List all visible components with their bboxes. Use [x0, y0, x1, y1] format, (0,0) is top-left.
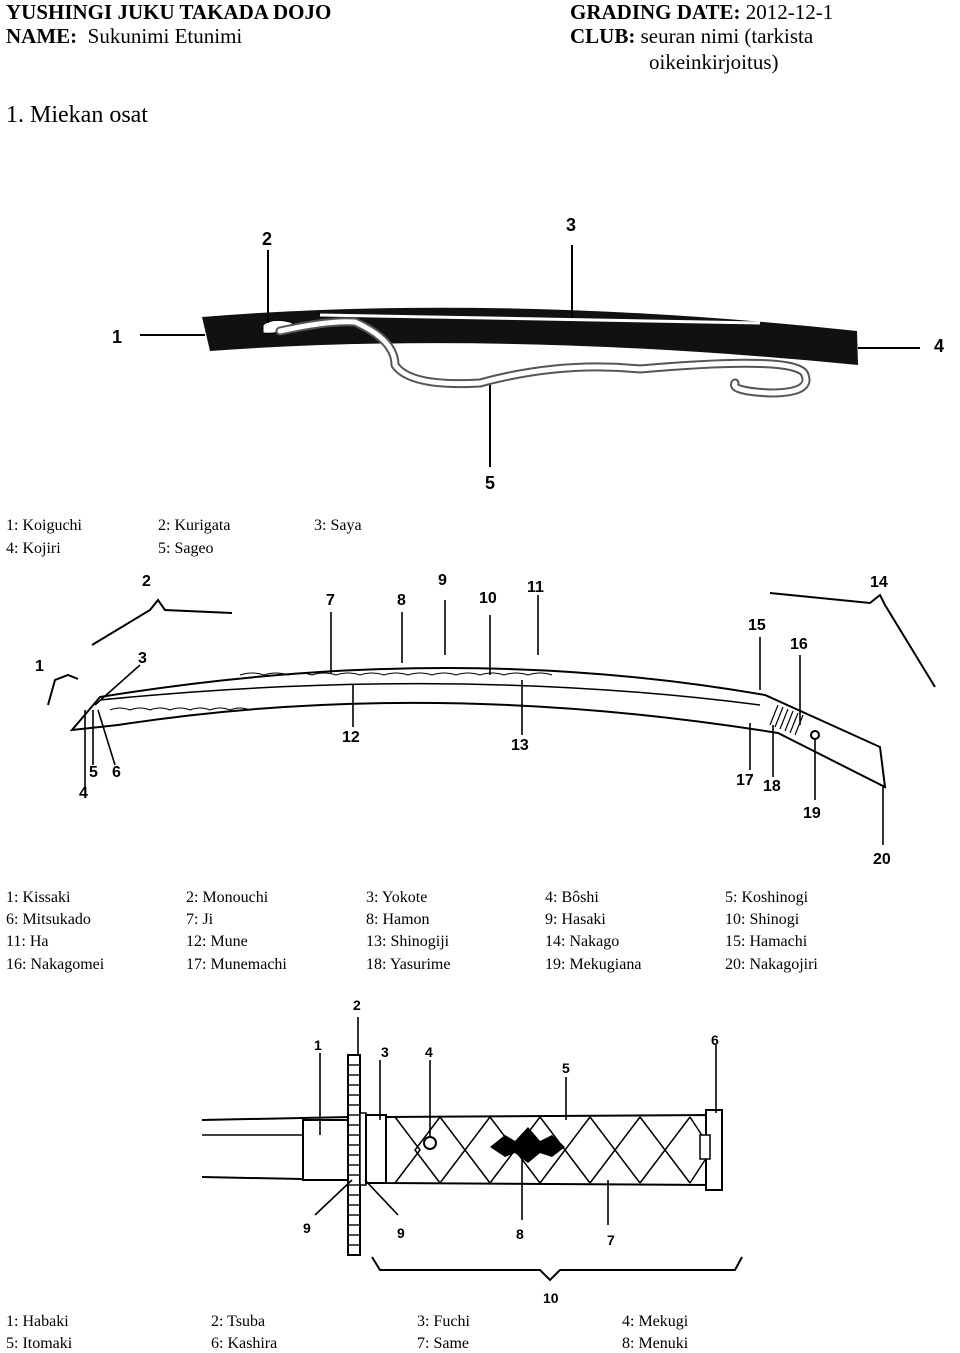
blade-callout-9: 9	[438, 572, 447, 589]
blade-legend-11: 11: Ha	[6, 933, 49, 950]
tsuka-legend-5: 5: Itomaki	[6, 1335, 73, 1352]
blade-legend-10: 10: Shinogi	[725, 911, 800, 928]
blade-outline	[69, 667, 887, 789]
tsuka-diagram: 1 2 3 4 5 6 7 8 9 9 10	[201, 997, 743, 1306]
name-row: NAME: Sukunimi Etunimi	[6, 24, 242, 49]
dojo-name: YUSHINGI JUKU TAKADA DOJO	[6, 0, 332, 24]
blade-legend-4: 4: Bôshi	[545, 889, 599, 906]
blade-callout-6: 6	[112, 764, 121, 781]
club-value-line1: seuran nimi (tarkista	[640, 24, 814, 48]
tsuka-legend-1: 1: Habaki	[6, 1313, 69, 1330]
tsuka-legend-8: 8: Menuki	[622, 1335, 689, 1352]
fuchi	[365, 1114, 387, 1184]
tsuka-callout-1: 1	[314, 1037, 322, 1053]
saya-callout-5: 5	[485, 473, 495, 493]
blade-diagram: 1 2 3 4 5 6 7 8 9 10 11 12 13 14 15 16 1…	[35, 572, 936, 868]
tsuka-legend-3: 3: Fuchi	[417, 1313, 470, 1330]
blade-legend-5: 5: Koshinogi	[725, 889, 809, 906]
blade-legend-20: 20: Nakagojiri	[725, 956, 818, 973]
saya-callout-2: 2	[262, 229, 272, 249]
habaki	[302, 1119, 349, 1181]
club-row: CLUB: seuran nimi (tarkista	[570, 24, 813, 49]
blade-callout-17: 17	[736, 772, 754, 789]
tsuka-callout-5: 5	[562, 1060, 570, 1076]
tsuka-callout-8: 8	[516, 1226, 524, 1242]
tsuka-callout-6: 6	[711, 1032, 719, 1048]
mekugi	[423, 1136, 437, 1150]
blade-callout-4: 4	[79, 785, 88, 802]
blade-legend-6: 6: Mitsukado	[6, 911, 91, 928]
saya-diagram: 1 2 3 4 5	[112, 215, 944, 493]
section-title: 1. Miekan osat	[6, 102, 148, 128]
tsuka-callout-4: 4	[425, 1044, 433, 1060]
blade-callout-13: 13	[511, 737, 529, 754]
blade-legend-19: 19: Mekugiana	[545, 956, 642, 973]
tsuka-callout-9b: 9	[397, 1225, 405, 1241]
grading-value: 2012-12-1	[745, 0, 834, 24]
saya-callout-4: 4	[934, 336, 944, 356]
tsuka-callout-7: 7	[607, 1232, 615, 1248]
tsuka-legend-4: 4: Mekugi	[622, 1313, 689, 1330]
tsuka-callout-10: 10	[543, 1290, 559, 1306]
blade-callout-16: 16	[790, 636, 808, 653]
blade-legend-17: 17: Munemachi	[186, 956, 287, 973]
blade-callout-18: 18	[763, 778, 781, 795]
name-value: Sukunimi Etunimi	[87, 24, 243, 48]
tsuka-legend-7: 7: Same	[417, 1335, 469, 1352]
saya-callout-1: 1	[112, 327, 122, 347]
blade-callout-7: 7	[326, 592, 335, 609]
blade-legend-9: 9: Hasaki	[545, 911, 606, 928]
blade-legend-7: 7: Ji	[186, 911, 214, 928]
saya-legend-1: 1: Koiguchi	[6, 517, 82, 534]
blade-legend-8: 8: Hamon	[366, 911, 430, 928]
menuki	[490, 1127, 565, 1163]
blade-callout-2: 2	[142, 573, 151, 590]
blade-callout-10: 10	[479, 590, 497, 607]
saya-legend-5: 5: Sageo	[158, 540, 214, 557]
blade-callout-8: 8	[397, 592, 406, 609]
blade-callout-14: 14	[870, 574, 888, 591]
blade-legend-16: 16: Nakagomei	[6, 956, 105, 973]
blade-legend-1: 1: Kissaki	[6, 889, 71, 906]
blade-callout-20: 20	[873, 851, 891, 868]
blade-legend-15: 15: Hamachi	[725, 933, 808, 950]
blade-callout-1: 1	[35, 658, 44, 675]
blade-callout-5: 5	[89, 764, 98, 781]
blade-legend-13: 13: Shinogiji	[366, 933, 450, 950]
blade-callout-19: 19	[803, 805, 821, 822]
saya-legend-4: 4: Kojiri	[6, 540, 61, 557]
kurigata	[262, 319, 294, 334]
tsuka-legend-2: 2: Tsuba	[211, 1313, 266, 1330]
blade-callout-3: 3	[138, 650, 147, 667]
club-value-line2: oikeinkirjoitus)	[649, 50, 779, 74]
tsuka-callout-3: 3	[381, 1044, 389, 1060]
tsuka-legend-6: 6: Kashira	[211, 1335, 278, 1352]
saya-legend-3: 3: Saya	[314, 517, 362, 534]
blade-callout-15: 15	[748, 617, 766, 634]
blade-legend-14: 14: Nakago	[545, 933, 620, 950]
mekugiana-hole	[810, 730, 820, 740]
tsuka-callout-2: 2	[353, 997, 361, 1013]
blade-legend-2: 2: Monouchi	[186, 889, 269, 906]
blade-callout-11: 11	[527, 579, 544, 596]
blade-legend-12: 12: Mune	[186, 933, 248, 950]
saya-legend-2: 2: Kurigata	[158, 517, 231, 534]
grading-row: GRADING DATE: 2012-12-1	[570, 0, 833, 25]
club-label: CLUB:	[570, 24, 636, 48]
blade-legend-18: 18: Yasurime	[366, 956, 451, 973]
blade-legend-3: 3: Yokote	[366, 889, 428, 906]
saya-body	[202, 307, 858, 365]
saya-callout-3: 3	[566, 215, 576, 235]
blade-callout-12: 12	[342, 729, 360, 746]
tsuka-callout-9a: 9	[303, 1220, 311, 1236]
grading-label: GRADING DATE:	[570, 0, 741, 24]
name-label: NAME:	[6, 24, 78, 48]
